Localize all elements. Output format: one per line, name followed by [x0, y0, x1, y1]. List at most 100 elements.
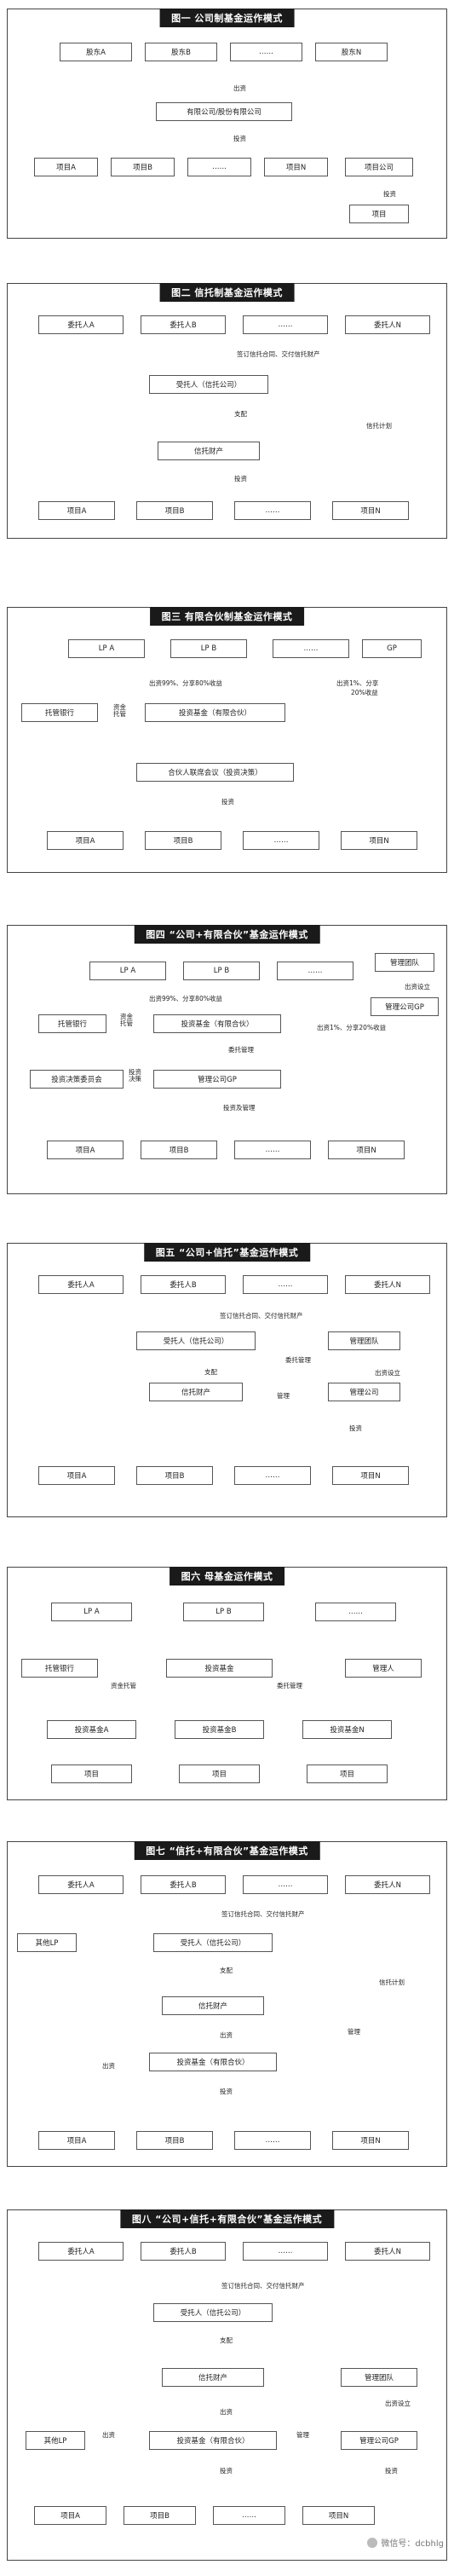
box-management-team: 管理团队 — [375, 953, 434, 972]
label-invest-1: 投资 — [220, 2467, 233, 2475]
label-gp-contribution-1: 出资1%、分享 — [336, 679, 379, 687]
label-custody: 资金托管 — [111, 1682, 136, 1689]
box-client-b: 委托人B — [141, 1275, 226, 1294]
box-partner-meeting: 合伙人联席会议（投资决策） — [136, 763, 294, 782]
box-client-n: 委托人N — [345, 315, 430, 334]
box-investment-fund: 投资基金（有限合伙） — [149, 2431, 277, 2450]
box-project-dots: …… — [234, 1466, 311, 1485]
box-project-b: 项目B — [111, 158, 175, 176]
box-client-dots: …… — [243, 1275, 328, 1294]
box-lp-b: LP B — [183, 962, 260, 980]
label-lp-contribution: 出资99%、分享80%收益 — [149, 679, 222, 687]
watermark: 微信号：dcbhlg — [367, 2536, 444, 2549]
label-custody: 资金托管 — [113, 703, 126, 718]
box-lp-b: LP B — [183, 1603, 264, 1621]
label-sign: 签订信托合同、交付信托财产 — [237, 350, 320, 358]
box-client-a: 委托人A — [38, 315, 124, 334]
box-management-team: 管理团队 — [328, 1331, 400, 1350]
panel-title: 图一 公司制基金运作模式 — [159, 9, 295, 27]
box-project-n: 项目N — [264, 158, 328, 176]
box-project-a: 项目A — [38, 2131, 115, 2150]
box-project-n: 项目N — [332, 1466, 409, 1485]
box-project-dots: …… — [234, 501, 311, 520]
label-decision: 投资决策 — [129, 1068, 141, 1083]
panel-title: 图四 “公司+有限合伙”基金运作模式 — [134, 925, 320, 944]
label-entrust: 支配 — [204, 1368, 217, 1376]
box-client-a: 委托人A — [38, 1275, 124, 1294]
box-fund-b: 投资基金B — [175, 1720, 264, 1739]
box-project-a: 项目A — [34, 2506, 106, 2525]
box-lp-b: LP B — [170, 639, 247, 658]
box-project-n: 项目N — [332, 501, 409, 520]
label-invest-2: 投资 — [383, 190, 396, 198]
box-investment-fund: 投资基金（有限合伙） — [153, 1014, 281, 1033]
box-client-n: 委托人N — [345, 1275, 430, 1294]
box-client-dots: …… — [243, 1875, 328, 1894]
label-contribute-2: 出资 — [102, 2431, 115, 2439]
box-shareholder-n: 股东N — [315, 43, 388, 61]
box-fund-a: 投资基金A — [47, 1720, 136, 1739]
label-invest: 投资 — [349, 1424, 362, 1432]
box-project-b: 项目B — [141, 1141, 217, 1159]
label-contribute-1: 出资 — [220, 2408, 233, 2416]
box-project-1: 项目 — [51, 1765, 132, 1783]
label-setup: 出资设立 — [405, 983, 430, 991]
panel-title: 图二 信托制基金运作模式 — [159, 283, 295, 302]
box-project-company: 项目公司 — [345, 158, 413, 176]
box-project-n: 项目N — [302, 2506, 375, 2525]
box-management-company: 管理公司 — [328, 1383, 400, 1401]
box-trust-property: 信托财产 — [162, 1996, 264, 2015]
label-manage: 管理 — [348, 2028, 360, 2036]
box-project-a: 项目A — [47, 1141, 124, 1159]
box-management-gp: 管理公司GP — [371, 997, 439, 1016]
box-management-team: 管理团队 — [341, 2368, 417, 2387]
box-client-n: 委托人N — [345, 2242, 430, 2261]
box-project: 项目 — [349, 205, 409, 223]
box-project-n: 项目N — [341, 831, 417, 850]
box-client-dots: …… — [243, 315, 328, 334]
box-project-b: 项目B — [124, 2506, 196, 2525]
panel-title: 图五 “公司+信托”基金运作模式 — [143, 1243, 311, 1262]
box-other-lp: 其他LP — [17, 1933, 77, 1952]
box-project-2: 项目 — [179, 1765, 260, 1783]
box-project-a: 项目A — [47, 831, 124, 850]
box-other-lp: 其他LP — [26, 2431, 85, 2450]
box-management-company-gp: 管理公司GP — [153, 1070, 281, 1089]
panel-title: 图七 “信托+有限合伙”基金运作模式 — [134, 1841, 320, 1860]
label-entrust-manage: 委托管理 — [228, 1046, 254, 1054]
label-invest-manage: 投资及管理 — [223, 1104, 256, 1112]
box-project-b: 项目B — [136, 1466, 213, 1485]
box-lp-a: LP A — [51, 1603, 132, 1621]
box-project-dots: …… — [243, 831, 319, 850]
box-project-a: 项目A — [34, 158, 98, 176]
box-shareholder-b: 股东B — [145, 43, 217, 61]
label-gp-contribution-2: 20%收益 — [351, 689, 378, 696]
label-lp-contribution: 出资99%、分享80%收益 — [149, 995, 222, 1002]
box-project-b: 项目B — [136, 501, 213, 520]
box-client-a: 委托人A — [38, 2242, 124, 2261]
box-custodian-bank: 托管银行 — [21, 1659, 98, 1678]
box-lp-dots: …… — [273, 639, 349, 658]
box-manager: 管理人 — [345, 1659, 422, 1678]
box-investment-fund: 投资基金（有限合伙） — [145, 703, 285, 722]
box-trust-property: 信托财产 — [149, 1383, 243, 1401]
label-custody: 资金托管 — [120, 1013, 133, 1027]
wechat-icon — [367, 2537, 378, 2548]
label-invest: 投资 — [233, 135, 246, 142]
box-project-n: 项目N — [328, 1141, 405, 1159]
box-decision-committee: 投资决策委员会 — [30, 1070, 124, 1089]
box-project-b: 项目B — [136, 2131, 213, 2150]
box-shareholder-a: 股东A — [60, 43, 132, 61]
panel-title: 图六 母基金运作模式 — [169, 1567, 285, 1585]
box-client-b: 委托人B — [141, 1875, 226, 1894]
box-project-dots: …… — [187, 158, 251, 176]
box-lp-a: LP A — [68, 639, 145, 658]
box-client-b: 委托人B — [141, 315, 226, 334]
label-setup: 出资设立 — [385, 2400, 411, 2407]
label-invest: 投资 — [220, 2088, 233, 2095]
box-project-dots: …… — [213, 2506, 285, 2525]
box-trust-property: 信托财产 — [162, 2368, 264, 2387]
label-contribute: 出资 — [233, 84, 246, 92]
label-contribute-1: 出资 — [220, 2031, 233, 2039]
label-setup: 出资设立 — [375, 1369, 400, 1377]
